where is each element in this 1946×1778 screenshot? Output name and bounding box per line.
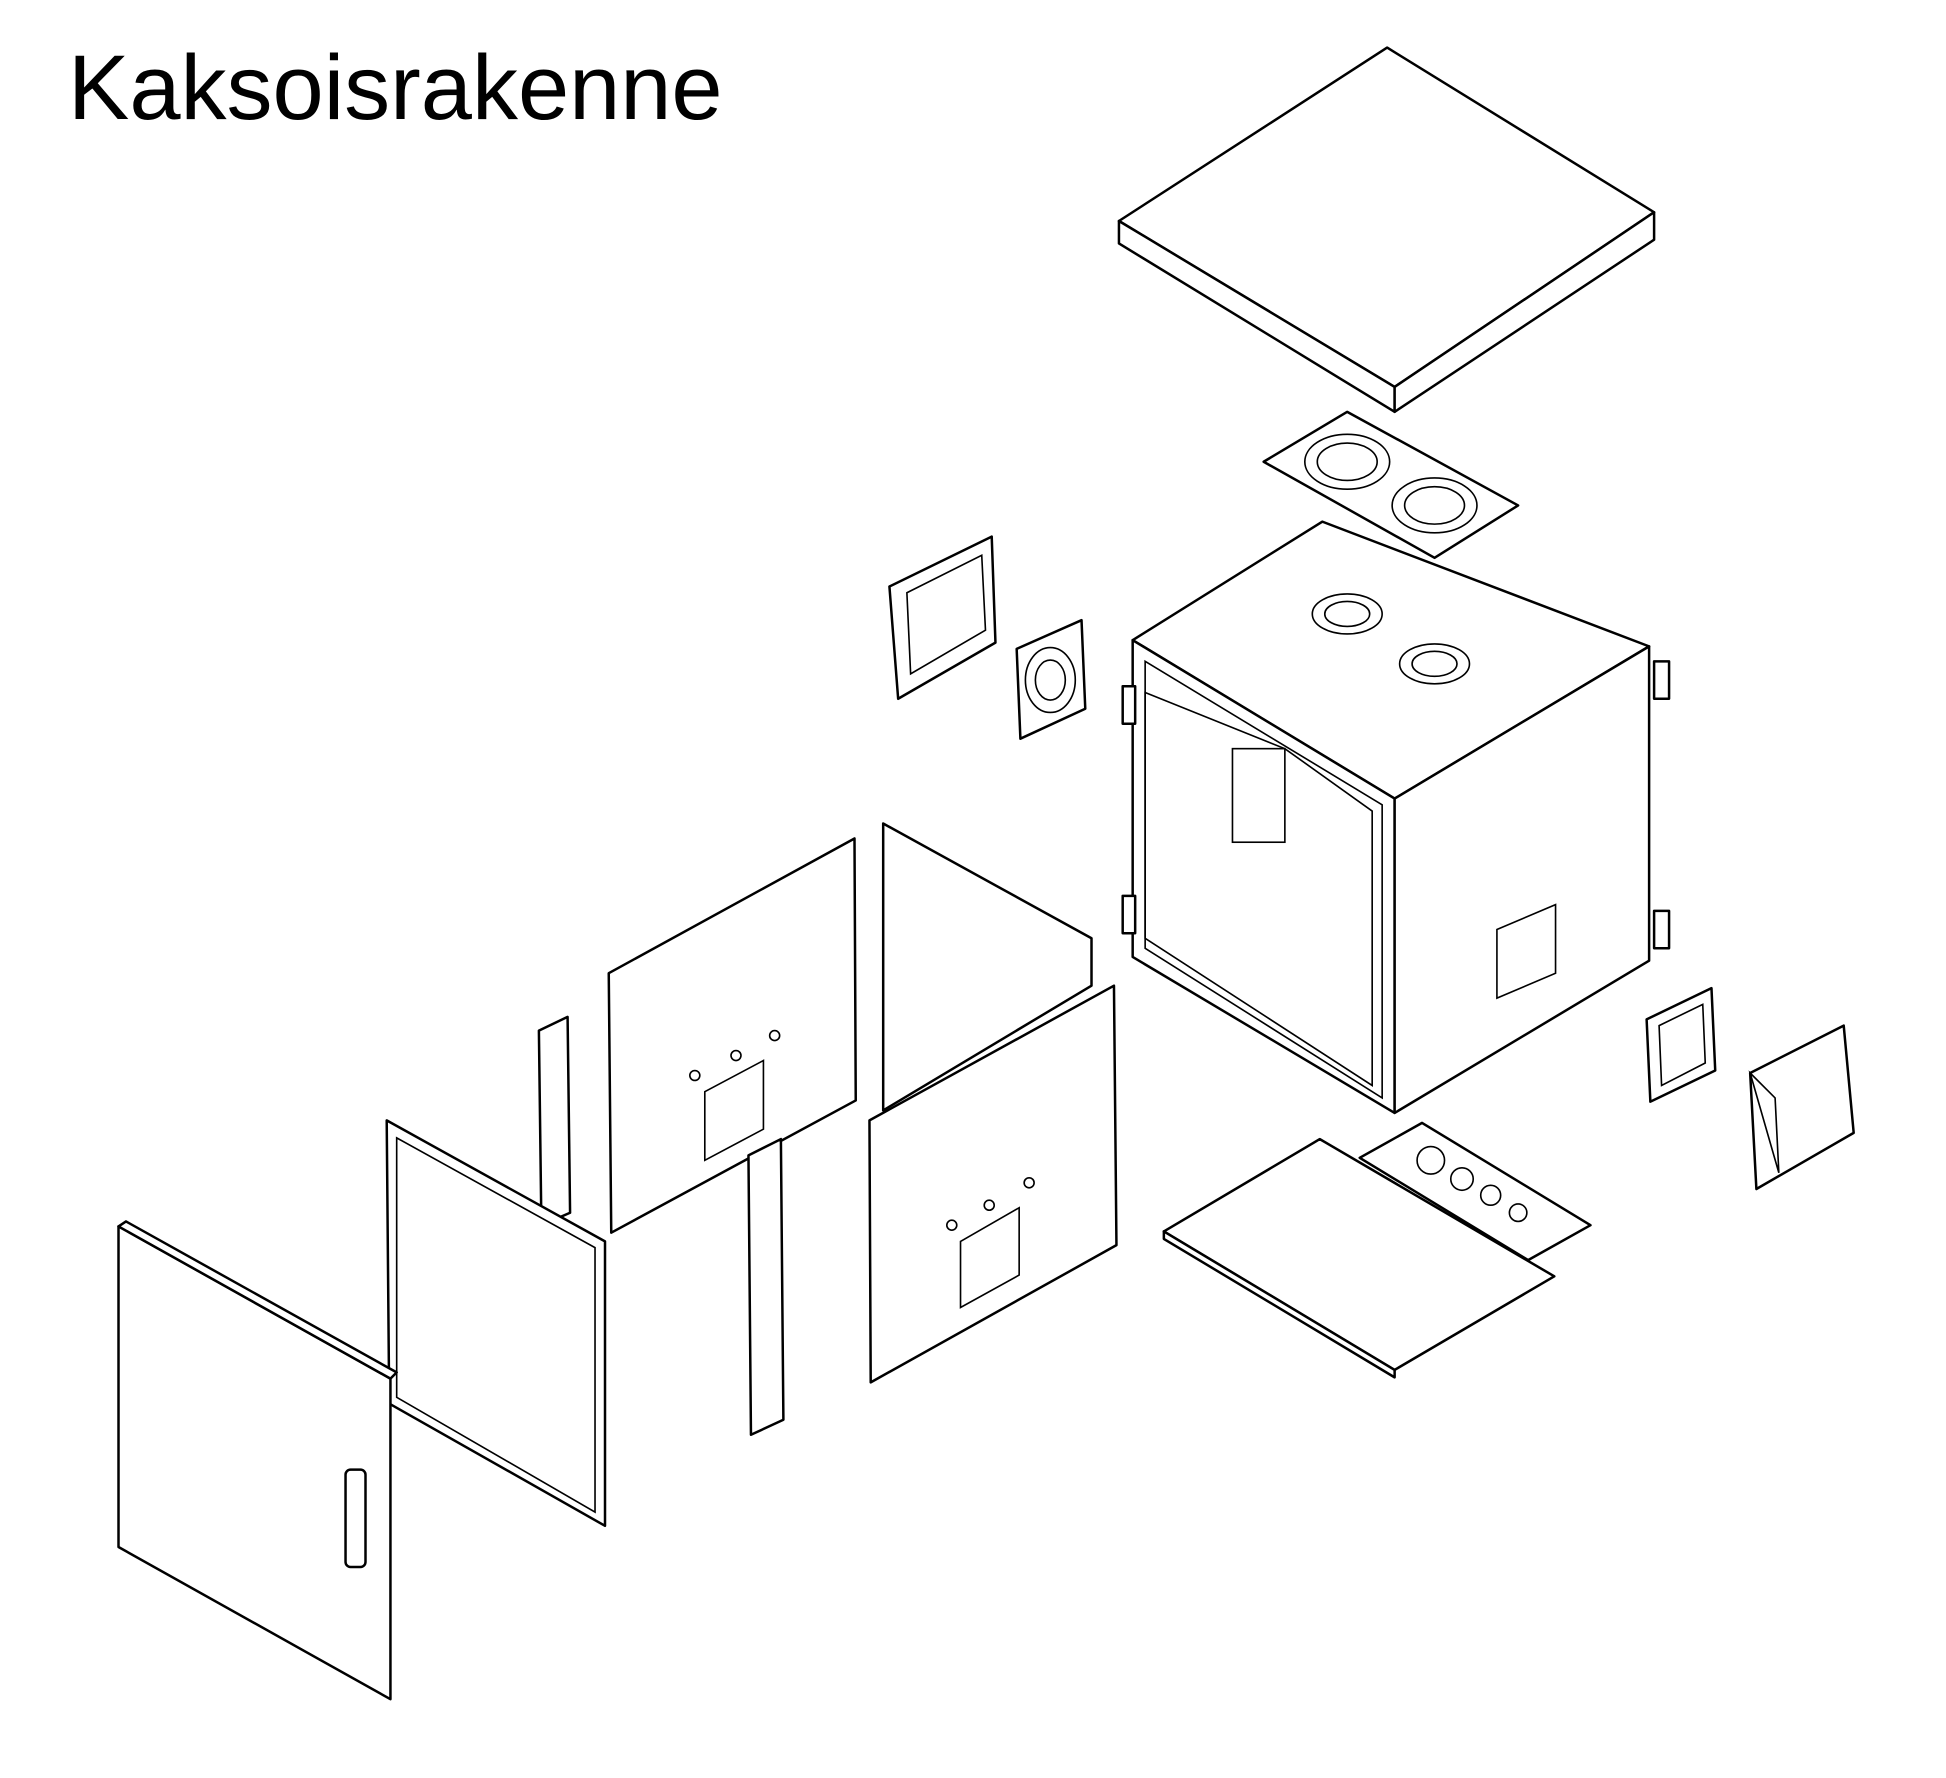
cabinet-body [1121, 520, 1671, 1115]
front-door [117, 1220, 398, 1701]
rack-rail-front [747, 1137, 785, 1437]
rack-rail-rear [537, 1015, 572, 1227]
fan-filter-housing-left [888, 535, 997, 701]
bottom-plate [1162, 1121, 1592, 1379]
fan-plate [1262, 410, 1520, 560]
top-cover [1117, 46, 1656, 414]
back-panel [868, 822, 1118, 1384]
glass-door-frame [385, 1119, 607, 1528]
filter-hood-right [1748, 1024, 1855, 1191]
side-panel-left [607, 837, 857, 1234]
fan-filter-right [1645, 986, 1717, 1103]
fan-left [1015, 618, 1087, 740]
diagram-title: Kaksoisrakenne [68, 37, 723, 139]
